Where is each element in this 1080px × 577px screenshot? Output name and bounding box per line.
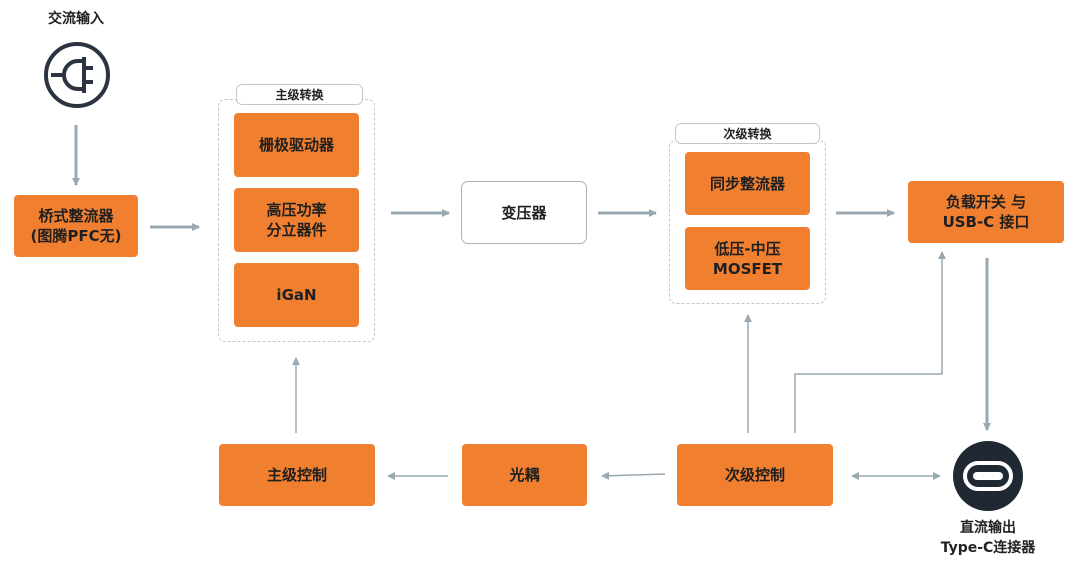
bridge-rectifier-box[interactable]: 桥式整流器 (图腾PFC无)	[14, 195, 138, 257]
secondary-control-box[interactable]: 次级控制	[677, 444, 833, 506]
lv-mv-mosfet-box[interactable]: 低压-中压 MOSFET	[685, 227, 810, 290]
plug-icon	[44, 42, 110, 108]
arrow-secondary-control-to-opto	[601, 471, 666, 480]
arrow-secondary-control-to-load	[794, 251, 946, 433]
gate-driver-box[interactable]: 栅极驱动器	[234, 113, 359, 177]
igan-box[interactable]: iGaN	[234, 263, 359, 327]
load-switch-box[interactable]: 负载开关 与 USB-C 接口	[908, 181, 1064, 243]
transformer-box[interactable]: 变压器	[461, 181, 587, 244]
sync-rectifier-box[interactable]: 同步整流器	[685, 152, 810, 215]
usb-c-connector-label: 直流输出 Type-C连接器	[940, 520, 1036, 556]
ac-input-label: 交流输入	[48, 11, 104, 27]
optocoupler-box[interactable]: 光耦	[462, 444, 587, 506]
hv-power-discrete-box[interactable]: 高压功率 分立器件	[234, 188, 359, 252]
primary-conversion-title: 主级转换	[236, 84, 363, 105]
primary-control-box[interactable]: 主级控制	[219, 444, 375, 506]
usb-c-port-icon	[953, 441, 1023, 511]
secondary-conversion-title: 次级转换	[675, 123, 820, 144]
